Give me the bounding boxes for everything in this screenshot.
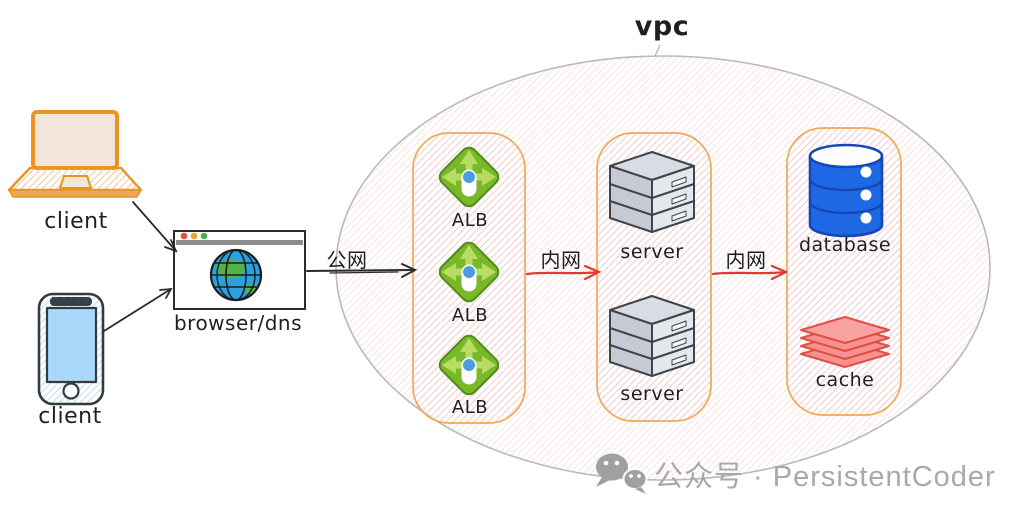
browser-dot-yellow [190, 232, 198, 240]
arrow-laptop-to-browser [132, 201, 178, 253]
browser-window-icon [173, 230, 306, 310]
browser-dns-label: browser/dns [173, 311, 303, 335]
alb-label-1: ALB [451, 210, 489, 231]
arrow-public-network [306, 263, 418, 278]
alb-icon-3 [438, 334, 500, 396]
globe-icon [209, 248, 263, 302]
laptop-icon [7, 110, 143, 198]
database-label: database [798, 234, 892, 256]
server-label-2: server [620, 383, 684, 405]
server-label-1: server [620, 241, 684, 263]
client-phone-label: client [38, 404, 102, 429]
public-network-label: 公网 [326, 248, 368, 272]
cache-layers-icon [800, 316, 890, 368]
client-laptop-label: client [44, 209, 108, 234]
browser-dot-green [200, 232, 208, 240]
alb-icon-2 [438, 241, 500, 303]
arrow-phone-to-browser [103, 287, 173, 332]
server-icon-1 [609, 151, 695, 233]
wechat-icon [596, 453, 648, 494]
alb-icon-1 [438, 146, 500, 208]
cache-label: cache [815, 369, 875, 391]
internal-network-label-1: 内网 [540, 248, 582, 272]
server-icon-2 [609, 295, 695, 377]
arrow-internal-2 [711, 264, 789, 281]
watermark-text: 公众号 · PersistentCoder [654, 461, 996, 493]
alb-label-3: ALB [451, 397, 489, 418]
vpc-label: vpc [634, 11, 690, 42]
arrow-internal-1 [525, 264, 602, 281]
smartphone-icon [37, 292, 105, 406]
internal-network-label-2: 内网 [725, 248, 767, 272]
browser-dot-red [180, 232, 188, 240]
database-cylinder-icon [808, 143, 884, 238]
alb-label-2: ALB [451, 305, 489, 326]
